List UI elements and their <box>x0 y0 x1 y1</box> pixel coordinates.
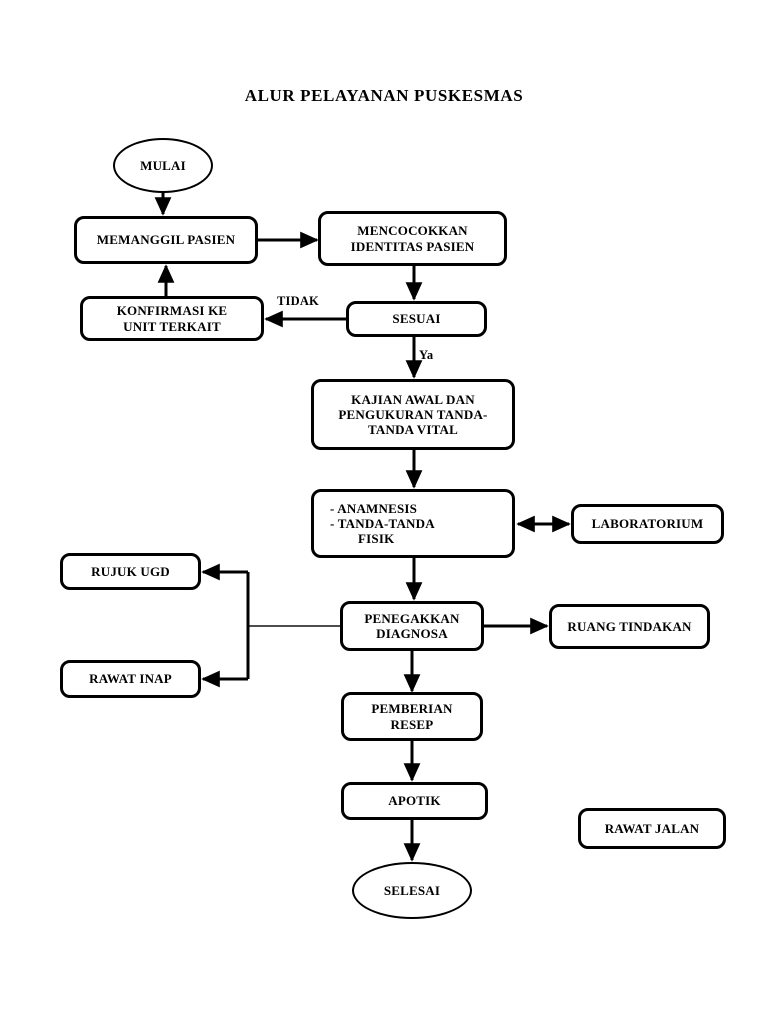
node-konfirmasi-unit[interactable]: KONFIRMASI KE UNIT TERKAIT <box>80 296 264 341</box>
node-rujuk-ugd-label: RUJUK UGD <box>91 563 170 579</box>
page-title: ALUR PELAYANAN PUSKESMAS <box>244 86 524 105</box>
node-apotik[interactable]: APOTIK <box>341 782 488 820</box>
node-penegakkan-diagnosa[interactable]: PENEGAKKAN DIAGNOSA <box>340 601 484 651</box>
node-penegakkan-diagnosa-line1: PENEGAKKAN <box>364 610 460 626</box>
node-selesai-label: SELESAI <box>383 882 441 898</box>
node-pemberian-resep-line1: PEMBERIAN <box>371 701 453 717</box>
node-anamnesis[interactable]: - ANAMNESIS - TANDA-TANDA FISIK <box>311 489 515 558</box>
node-memanggil-pasien-label: MEMANGGIL PASIEN <box>96 232 236 248</box>
node-mulai[interactable]: MULAI <box>113 138 213 193</box>
node-anamnesis-line2: - TANDA-TANDA <box>330 515 435 531</box>
node-mencocokkan-identitas[interactable]: MENCOCOKKAN IDENTITAS PASIEN <box>318 211 507 266</box>
node-laboratorium-label: LABORATORIUM <box>591 516 704 532</box>
node-sesuai-label: SESUAI <box>392 311 441 327</box>
node-ruang-tindakan[interactable]: RUANG TINDAKAN <box>549 604 710 649</box>
node-anamnesis-line3: FISIK <box>358 531 395 547</box>
node-rujuk-ugd[interactable]: RUJUK UGD <box>60 553 201 590</box>
node-rawat-inap[interactable]: RAWAT INAP <box>60 660 201 698</box>
node-konfirmasi-unit-line2: UNIT TERKAIT <box>123 318 221 334</box>
node-mencocokkan-identitas-line2: IDENTITAS PASIEN <box>350 238 475 254</box>
node-memanggil-pasien[interactable]: MEMANGGIL PASIEN <box>74 216 258 264</box>
node-mulai-label: MULAI <box>140 157 186 173</box>
node-rawat-jalan-label: RAWAT JALAN <box>604 820 700 836</box>
node-kajian-awal-line3: TANDA VITAL <box>368 422 458 438</box>
node-konfirmasi-unit-line1: KONFIRMASI KE <box>116 303 228 319</box>
edge-label-ya: Ya <box>419 348 434 362</box>
node-selesai[interactable]: SELESAI <box>352 862 472 919</box>
edge-label-tidak: TIDAK <box>277 294 319 308</box>
node-pemberian-resep[interactable]: PEMBERIAN RESEP <box>341 692 483 741</box>
node-laboratorium[interactable]: LABORATORIUM <box>571 504 724 544</box>
node-anamnesis-line1: - ANAMNESIS <box>330 500 418 516</box>
node-ruang-tindakan-label: RUANG TINDAKAN <box>567 618 692 634</box>
node-kajian-awal-line1: KAJIAN AWAL DAN <box>351 391 475 407</box>
node-apotik-label: APOTIK <box>388 793 441 809</box>
node-kajian-awal-line2: PENGUKURAN TANDA- <box>338 406 488 422</box>
node-penegakkan-diagnosa-line2: DIAGNOSA <box>376 626 448 641</box>
node-sesuai[interactable]: SESUAI <box>346 301 487 337</box>
node-pemberian-resep-line2: RESEP <box>390 716 434 732</box>
node-rawat-inap-label: RAWAT INAP <box>89 671 172 687</box>
node-mencocokkan-identitas-line1: MENCOCOKKAN <box>357 223 468 239</box>
node-rawat-jalan[interactable]: RAWAT JALAN <box>578 808 726 849</box>
node-kajian-awal[interactable]: KAJIAN AWAL DAN PENGUKURAN TANDA- TANDA … <box>311 379 515 450</box>
